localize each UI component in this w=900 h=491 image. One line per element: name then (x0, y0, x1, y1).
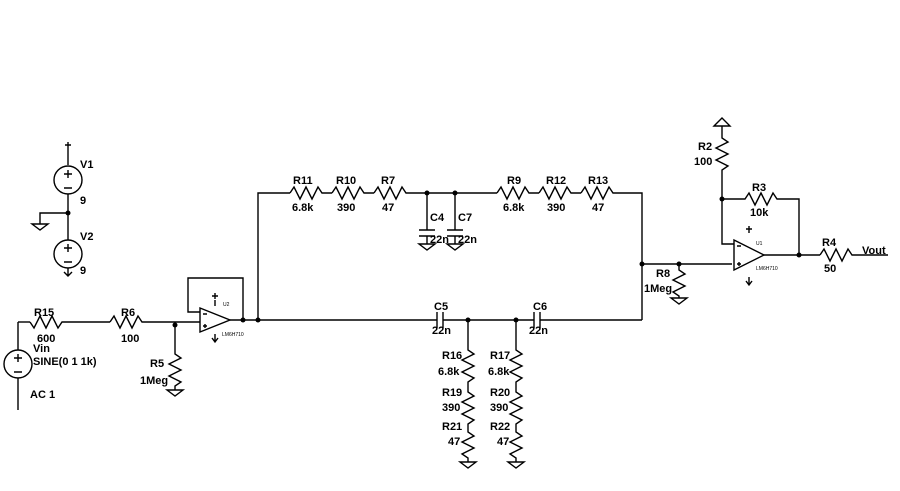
r16-r19-r21-chain (457, 320, 479, 469)
r17-r20-r22-chain (505, 320, 527, 469)
r13-resistor (580, 185, 643, 320)
v1-label: V1 (80, 159, 93, 171)
c7-capacitor (444, 193, 466, 251)
r2-resistor (712, 117, 734, 245)
r9-value: 6.8k (503, 202, 525, 214)
r22-value: 47 (497, 436, 509, 448)
r15-resistor (29, 314, 110, 330)
c6-label: C6 (533, 301, 547, 313)
r12-value: 390 (547, 202, 565, 214)
r13-label: R13 (588, 175, 608, 187)
r20-label: R20 (490, 387, 510, 399)
r4-value: 50 (824, 263, 836, 275)
r17-value: 6.8k (488, 366, 510, 378)
c5-value: 22n (432, 325, 451, 337)
u2-label: U2 (223, 302, 230, 308)
r10-value: 390 (337, 202, 355, 214)
r15-label: R15 (34, 307, 54, 319)
r9-label: R9 (507, 175, 521, 187)
c5-label: C5 (434, 301, 448, 313)
v2-source (53, 239, 83, 277)
r4-label: R4 (822, 237, 837, 249)
r8-value: 1Meg (644, 283, 672, 295)
r20-value: 390 (490, 402, 508, 414)
r2-label: R2 (698, 141, 712, 153)
r6-resistor (109, 314, 200, 330)
r11-value: 6.8k (292, 202, 314, 214)
c7-value: 22n (458, 234, 477, 246)
r21-value: 47 (448, 436, 460, 448)
r10-label: R10 (336, 175, 356, 187)
r5-resistor (164, 325, 186, 397)
r6-value: 100 (121, 333, 139, 345)
r15-value: 600 (37, 333, 55, 345)
r7-resistor (373, 185, 497, 201)
c6-value: 22n (529, 325, 548, 337)
v1-source (29, 142, 83, 240)
r11-resistor (289, 185, 332, 201)
v1-value: 9 (80, 195, 86, 207)
r12-resistor (538, 185, 581, 201)
u1-opamp (733, 226, 820, 287)
vin-ac: AC 1 (30, 389, 55, 401)
r11-label: R11 (293, 175, 313, 187)
r16-label: R16 (442, 350, 462, 362)
r6-label: R6 (121, 307, 135, 319)
r19-value: 390 (442, 402, 460, 414)
u1-label: U1 (756, 241, 763, 247)
r22-label: R22 (490, 421, 510, 433)
u1-model: LM6H710 (756, 266, 778, 272)
v2-value: 9 (80, 265, 86, 277)
r4-resistor (819, 247, 888, 263)
r9-resistor (496, 185, 539, 201)
u2-model: LM6H710 (222, 332, 244, 338)
r16-value: 6.8k (438, 366, 460, 378)
vin-value: SINE(0 1 1k) (33, 356, 97, 368)
r3-resistor (722, 191, 800, 255)
c4-capacitor (416, 193, 438, 251)
r19-label: R19 (442, 387, 462, 399)
r21-label: R21 (442, 421, 462, 433)
c6-capacitor (533, 312, 642, 328)
v2-label: V2 (80, 231, 93, 243)
r7-value: 47 (382, 202, 394, 214)
r5-value: 1Meg (140, 375, 168, 387)
c4-value: 22n (430, 234, 449, 246)
r8-label: R8 (656, 268, 670, 280)
r12-label: R12 (546, 175, 566, 187)
r2-value: 100 (694, 156, 712, 168)
r8-resistor (668, 264, 690, 305)
vin-source (3, 321, 33, 410)
r3-value: 10k (750, 207, 769, 219)
c7-label: C7 (458, 212, 472, 224)
vin-label: Vin (33, 343, 50, 355)
r10-resistor (331, 185, 374, 201)
r5-label: R5 (150, 358, 164, 370)
r13-value: 47 (592, 202, 604, 214)
vout-label: Vout (862, 245, 886, 257)
r7-label: R7 (381, 175, 395, 187)
r17-label: R17 (490, 350, 510, 362)
r3-label: R3 (752, 182, 766, 194)
c5-capacitor (436, 312, 534, 328)
c4-label: C4 (430, 212, 445, 224)
